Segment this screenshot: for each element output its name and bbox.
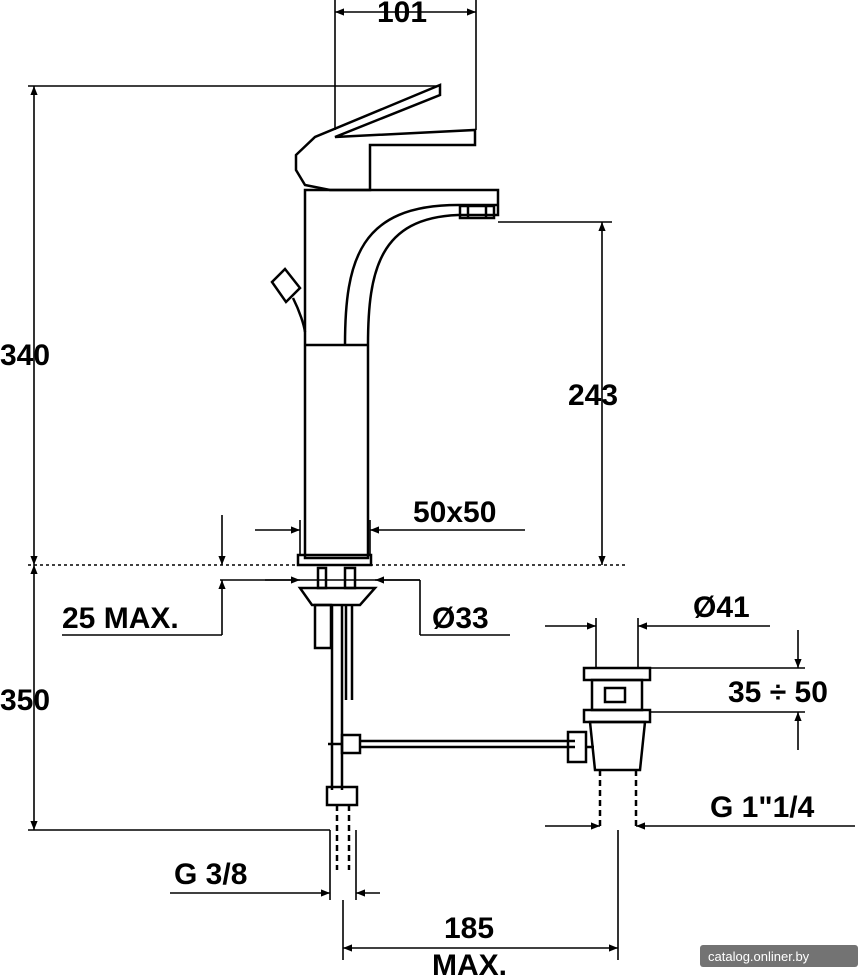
fixing-nut [297,586,378,607]
body-column [303,188,500,560]
lever-handle [294,83,477,192]
dim-below-deck: 350 [0,684,50,717]
dim-waste-range: 35 ÷ 50 [728,676,828,709]
under-deck-parts [297,566,652,870]
dim-base-size: 50x50 [413,496,496,529]
dim-deck-thickness: 25 MAX. [62,602,179,635]
faucet-body [270,83,500,567]
fixing-stud [313,603,333,650]
supply-connector [325,785,359,807]
waste-flange [582,666,652,682]
dim-hole-diameter: Ø33 [432,602,489,635]
dim-offset-value: 185 [444,912,494,945]
aerator [458,204,496,220]
dim-waste-diameter: Ø41 [693,591,750,624]
popup-knob [270,267,302,304]
dim-spout-reach: 101 [377,0,427,29]
base-plate [296,553,373,567]
spout-inner [343,203,498,346]
dimension-lines [30,8,855,952]
dim-total-height: 340 [0,339,50,372]
dim-waste-thread: G 1"1/4 [710,791,815,824]
reference-lines [28,0,805,960]
watermark: catalog.onliner.by [708,949,810,964]
dim-spout-height: 243 [568,379,618,412]
dim-offset-suffix: MAX. [432,949,507,979]
dim-supply-thread: G 3/8 [174,858,247,891]
